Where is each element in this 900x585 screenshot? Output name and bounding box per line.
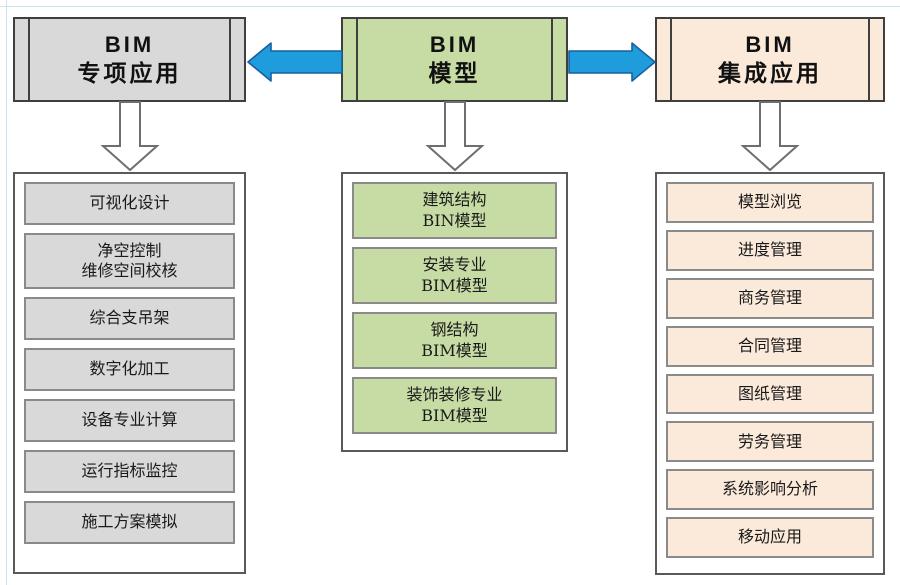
list-item[interactable]: 可视化设计 bbox=[24, 182, 235, 225]
column-integrated-application: 模型浏览 进度管理 商务管理 合同管理 图纸管理 劳务管理 系统影响分析 移动应… bbox=[655, 172, 885, 575]
list-item[interactable]: 图纸管理 bbox=[666, 373, 874, 415]
header-mid-line2: 模型 bbox=[428, 59, 481, 86]
item-label: 净空控制 维修空间校核 bbox=[81, 240, 178, 280]
list-item[interactable]: 模型浏览 bbox=[666, 182, 874, 223]
list-item[interactable]: 移动应用 bbox=[666, 517, 874, 558]
list-item[interactable]: 建筑结构 BIN模型 bbox=[352, 182, 557, 239]
arrow-right-icon bbox=[568, 42, 656, 82]
item-label: 移动应用 bbox=[737, 527, 802, 547]
box-edge-line-left bbox=[28, 19, 30, 100]
page-edge-top bbox=[0, 6, 900, 7]
box-edge-line-left bbox=[356, 19, 358, 100]
box-edge-line-right bbox=[229, 19, 231, 100]
header-right-line1: BIM bbox=[745, 32, 795, 58]
item-label: 可视化设计 bbox=[89, 193, 170, 213]
header-mid-line1: BIM bbox=[429, 32, 480, 58]
list-item[interactable]: 劳务管理 bbox=[666, 421, 874, 463]
list-item[interactable]: 装饰装修专业 BIM模型 bbox=[352, 377, 557, 434]
item-label: 劳务管理 bbox=[737, 431, 802, 451]
arrow-down-icon-mid bbox=[425, 101, 485, 172]
item-label: 图纸管理 bbox=[737, 383, 802, 403]
item-label: 施工方案模拟 bbox=[81, 512, 178, 532]
box-edge-line-right bbox=[551, 19, 553, 100]
list-item[interactable]: 钢结构 BIM模型 bbox=[352, 312, 557, 369]
item-label: 进度管理 bbox=[737, 240, 802, 260]
list-item[interactable]: 安装专业 BIM模型 bbox=[352, 247, 557, 304]
header-right-line2: 集成应用 bbox=[718, 59, 822, 86]
list-item[interactable]: 合同管理 bbox=[666, 325, 874, 367]
header-box-bim-model[interactable]: BIM 模型 bbox=[341, 17, 568, 102]
page-edge-left bbox=[6, 0, 7, 585]
item-label: 综合支吊架 bbox=[89, 308, 170, 328]
item-label: 装饰装修专业 BIM模型 bbox=[406, 385, 503, 425]
item-label: 钢结构 BIM模型 bbox=[421, 320, 488, 360]
list-item[interactable]: 施工方案模拟 bbox=[24, 501, 235, 544]
box-edge-line-left bbox=[670, 19, 672, 100]
list-item[interactable]: 商务管理 bbox=[666, 277, 874, 319]
arrow-down-icon-left bbox=[100, 101, 160, 172]
header-mid-text: BIM 模型 bbox=[429, 32, 481, 87]
item-label: 合同管理 bbox=[737, 335, 802, 355]
header-right-text: BIM 集成应用 bbox=[718, 32, 822, 87]
header-left-line2: 专项应用 bbox=[77, 59, 182, 86]
item-label: 模型浏览 bbox=[737, 192, 802, 212]
arrow-down-icon-right bbox=[740, 101, 800, 172]
list-item[interactable]: 运行指标监控 bbox=[24, 450, 235, 493]
item-label: 建筑结构 BIN模型 bbox=[422, 190, 487, 230]
item-label: 安装专业 BIM模型 bbox=[421, 255, 488, 295]
list-item[interactable]: 系统影响分析 bbox=[666, 469, 874, 511]
header-box-special-application[interactable]: BIM 专项应用 bbox=[13, 17, 246, 102]
header-box-integrated-application[interactable]: BIM 集成应用 bbox=[655, 17, 885, 102]
list-item[interactable]: 综合支吊架 bbox=[24, 297, 235, 340]
list-item[interactable]: 净空控制 维修空间校核 bbox=[24, 233, 235, 289]
list-item[interactable]: 设备专业计算 bbox=[24, 399, 235, 442]
item-label: 数字化加工 bbox=[89, 359, 170, 379]
item-label: 设备专业计算 bbox=[81, 410, 178, 430]
list-item[interactable]: 数字化加工 bbox=[24, 348, 235, 391]
column-special-application: 可视化设计 净空控制 维修空间校核 综合支吊架 数字化加工 设备专业计算 运行指… bbox=[13, 172, 246, 574]
item-label: 运行指标监控 bbox=[81, 461, 178, 481]
item-label: 系统影响分析 bbox=[721, 479, 818, 499]
item-label: 商务管理 bbox=[737, 287, 802, 307]
header-left-line1: BIM bbox=[104, 32, 155, 58]
header-left-text: BIM 专项应用 bbox=[78, 32, 182, 87]
arrow-left-icon bbox=[247, 42, 343, 82]
column-bim-models: 建筑结构 BIN模型 安装专业 BIM模型 钢结构 BIM模型 装饰装修专业 B… bbox=[341, 172, 568, 452]
box-edge-line-right bbox=[868, 19, 870, 100]
list-item[interactable]: 进度管理 bbox=[666, 229, 874, 271]
